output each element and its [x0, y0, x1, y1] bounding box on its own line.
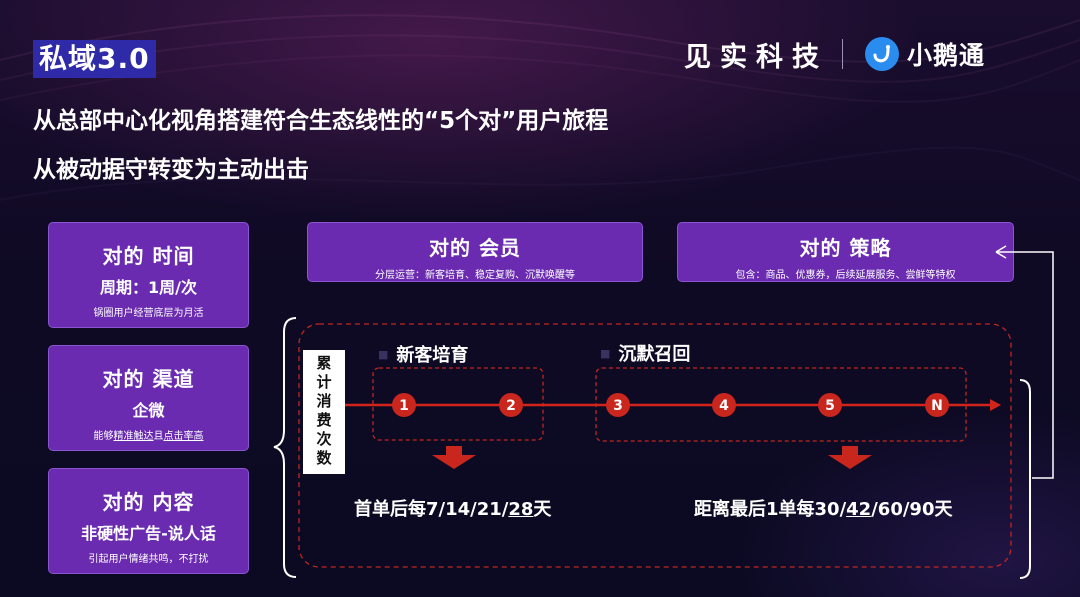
jianshi-logo-text: 见实科技 [684, 41, 828, 73]
headline-line-1: 从总部中心化视角搭建符合生态线性的“5个对”用户旅程 [33, 108, 609, 134]
node-label: 5 [825, 398, 835, 414]
down-arrow-silent [828, 446, 872, 469]
card-note: 分层运营：新客培育、稳定复购、沉默唤醒等 [375, 270, 575, 281]
node-circle [925, 393, 949, 417]
feedback-line [996, 251, 1054, 479]
card-title: 对的 内容 [102, 490, 195, 514]
card-note: 包含：商品、优惠券，后续延展服务、尝鲜等特权 [735, 270, 956, 281]
card-subtitle: 周期：1周/次 [100, 278, 197, 297]
card-note: 锅圈用户经营底层为月活 [93, 308, 204, 319]
timeline-node-1: 1 [392, 393, 416, 417]
card-title: 对的 时间 [102, 244, 195, 268]
node-circle [606, 393, 630, 417]
down-arrow-new [432, 446, 476, 469]
timeline-node-4: 4 [712, 393, 736, 417]
vertical-label-char: 累 [316, 354, 332, 372]
timeline-node-5: 5 [818, 393, 842, 417]
timeline-node-n: N [925, 393, 949, 417]
card-subtitle: 非硬性广告-说人话 [81, 524, 216, 543]
node-label: 3 [613, 398, 623, 414]
node-label: 4 [719, 398, 729, 414]
bullet-icon: ■ [600, 346, 611, 360]
xiaoe-logo-icon [865, 37, 899, 71]
segment-silent-label: ■ 沉默召回 [600, 340, 690, 366]
brand-bar: 见实科技 小鹅通 [684, 36, 986, 73]
vertical-label-char: 消 [316, 392, 332, 410]
timeline-arrowhead [990, 399, 1001, 411]
timeline-nodes: 1 2 3 4 5 N [392, 393, 949, 417]
brand-divider [842, 39, 843, 69]
condition-new-underline: 28 [508, 499, 534, 520]
xiaoe-logo-text: 小鹅通 [907, 41, 986, 70]
node-label: 1 [399, 398, 409, 414]
headline-line-2: 从被动据守转变为主动出击 [33, 157, 309, 183]
timeline-node-2: 2 [499, 393, 523, 417]
segment-new-text: 新客培育 [396, 345, 469, 366]
bullet-icon: ■ [378, 347, 389, 361]
segment-silent-text: 沉默召回 [618, 344, 691, 365]
note-underline-reach: 精准触达 [113, 431, 154, 442]
condition-new-pre: 首单后每7/14/21/ [354, 499, 509, 520]
note-prefix: 能够 [93, 431, 114, 442]
new-seg-dashed-box [372, 367, 544, 441]
vertical-label-char: 数 [316, 449, 332, 467]
silent-seg-dashed-box [595, 367, 967, 442]
card-note: 引起用户情绪共鸣，不打扰 [88, 554, 209, 565]
node-circle [818, 393, 842, 417]
node-circle [392, 393, 416, 417]
timeline-node-3: 3 [606, 393, 630, 417]
card-right-strategy: 对的 策略 包含：商品、优惠券，后续延展服务、尝鲜等特权 [677, 222, 1014, 282]
left-brace [273, 317, 297, 578]
condition-silent-underline: 42 [846, 499, 872, 520]
card-title: 对的 会员 [429, 236, 521, 260]
condition-silent: 距离最后1单每30/42/60/90天 [694, 495, 952, 521]
condition-silent-pre: 距离最后1单每30/ [694, 499, 847, 520]
card-title: 对的 渠道 [102, 367, 195, 391]
vertical-label-text: 累计消费次数 [303, 354, 345, 468]
condition-new: 首单后每7/14/21/28天 [354, 495, 551, 521]
node-circle [499, 393, 523, 417]
vertical-label-char: 费 [316, 411, 332, 429]
title-badge: 私域3.0 [33, 40, 156, 78]
condition-silent-post: /60/90天 [871, 499, 953, 520]
card-right-member: 对的 会员 分层运营：新客培育、稳定复购、沉默唤醒等 [307, 222, 643, 282]
node-label: 2 [506, 398, 516, 414]
card-title: 对的 策略 [799, 236, 892, 260]
card-right-content: 对的 内容 非硬性广告-说人话 引起用户情绪共鸣，不打扰 [48, 468, 249, 574]
node-label: N [931, 398, 943, 414]
card-right-time: 对的 时间 周期：1周/次 锅圈用户经营底层为月活 [48, 222, 249, 328]
note-underline-ctr: 点击率高 [163, 431, 204, 442]
vertical-label-char: 次 [316, 430, 332, 448]
card-right-channel: 对的 渠道 企微 能够精准触达且点击率高 [48, 345, 249, 451]
card-note: 能够精准触达且点击率高 [49, 427, 248, 442]
right-bracket [1019, 379, 1031, 579]
node-circle [712, 393, 736, 417]
segment-new-label: ■ 新客培育 [378, 341, 468, 367]
vertical-label-char: 计 [316, 373, 332, 391]
cumulative-count-label: 累计消费次数 [303, 350, 345, 474]
condition-new-post: 天 [533, 499, 552, 520]
card-subtitle: 企微 [132, 401, 165, 420]
note-connector: 且 [153, 431, 164, 442]
